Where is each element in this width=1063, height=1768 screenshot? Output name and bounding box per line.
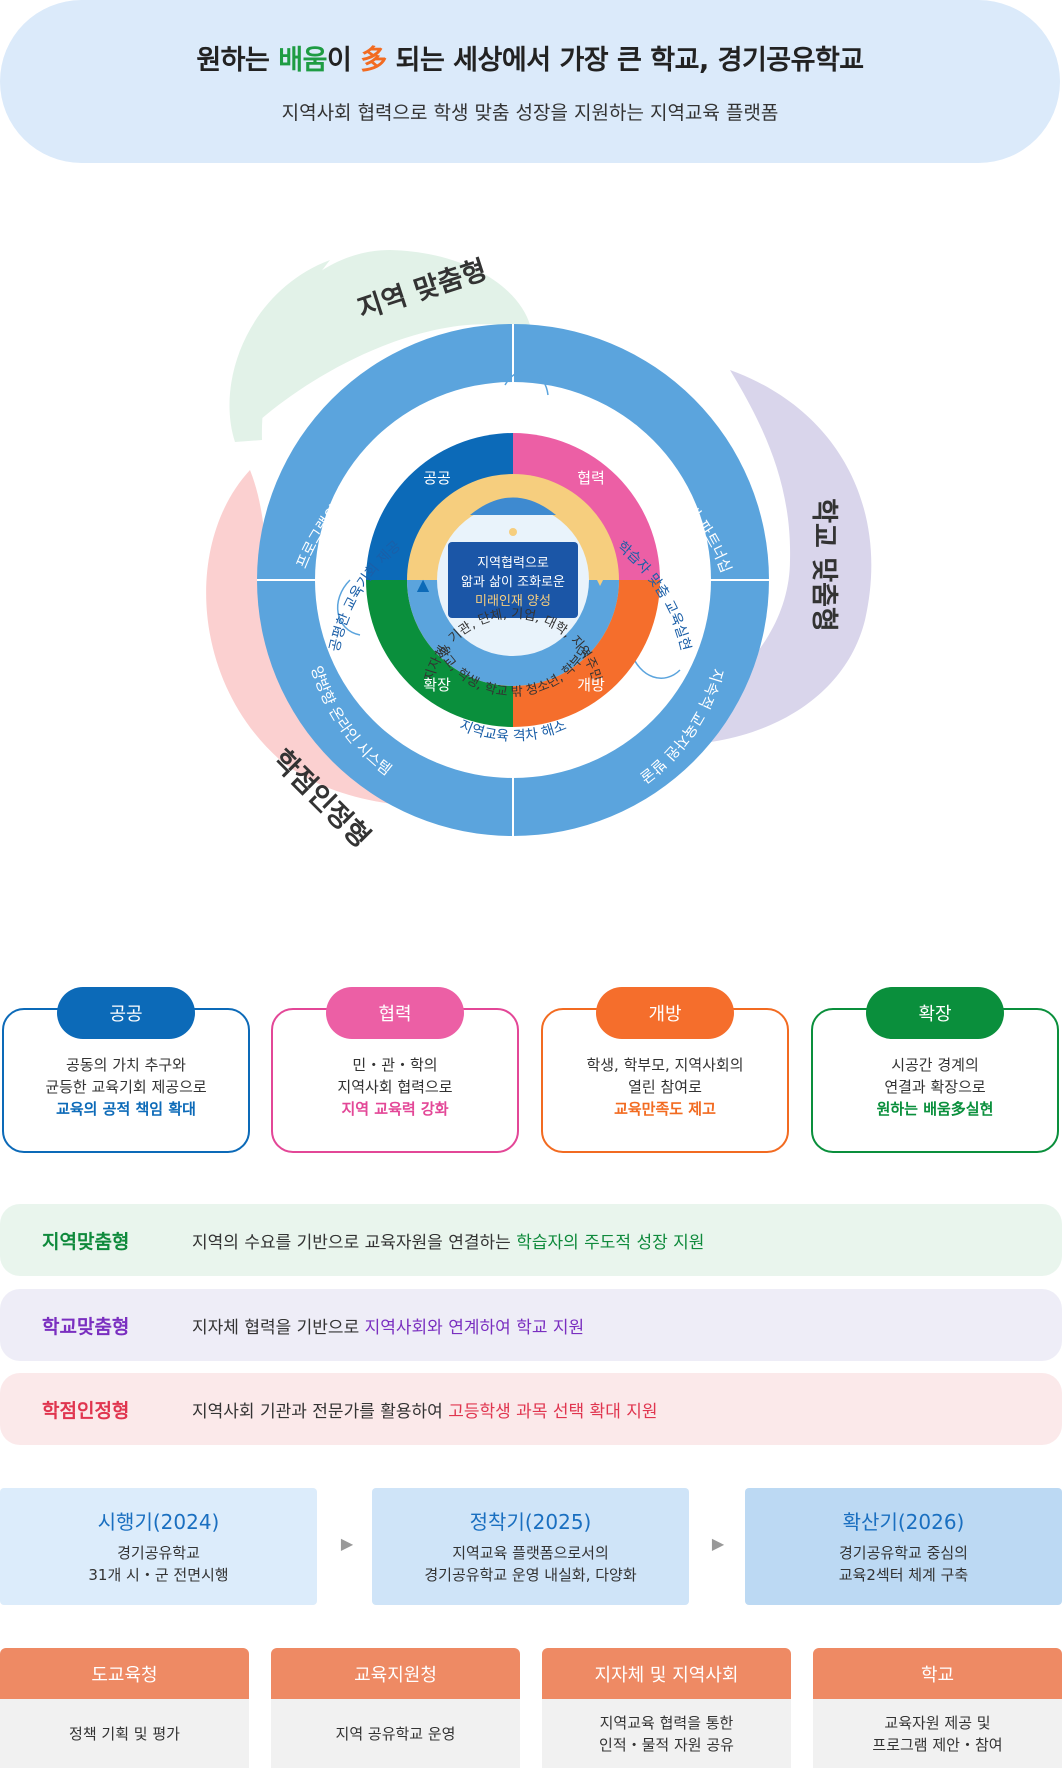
principle-badge-public: 공공	[57, 987, 195, 1039]
phase-title: 확산기(2026)	[842, 1510, 965, 1534]
principle-badge-cooperation: 협력	[326, 987, 464, 1039]
center-line-3: 미래인재 양성	[475, 594, 551, 609]
org-role: 정책 기획 및 평가	[0, 1699, 249, 1768]
principle-line: 학생, 학부모, 지역사회의	[586, 1056, 744, 1074]
type-row-credit: 학점인정형 지역사회 기관과 전문가를 활용하여 고등학생 과목 선택 확대 지…	[0, 1373, 1062, 1445]
triangle-up-icon: ▲	[417, 575, 430, 594]
org-name: 도교육청	[0, 1648, 249, 1699]
type-desc: 지자체 협력을 기반으로 지역사회와 연계하여 학교 지원	[192, 1317, 585, 1338]
center-box	[448, 542, 578, 618]
type-name: 지역맞춤형	[42, 1230, 130, 1253]
header-banner: 원하는 배움이 多 되는 세상에서 가장 큰 학교, 경기공유학교 지역사회 협…	[0, 0, 1060, 163]
principle-highlight: 원하는 배움多실현	[876, 1100, 994, 1118]
principle-badge-expansion: 확장	[866, 987, 1004, 1039]
petal-region	[234, 250, 530, 442]
type-name: 학점인정형	[42, 1399, 130, 1422]
org-card-provincial-office: 도교육청 정책 기획 및 평가	[0, 1648, 249, 1768]
quadrant-label-expansion: 확장	[423, 676, 451, 694]
arrow-right-icon: ▶	[711, 1534, 725, 1553]
org-name: 교육지원청	[271, 1648, 520, 1699]
org-name: 지자체 및 지역사회	[542, 1648, 791, 1699]
principle-line: 지역사회 협력으로	[337, 1078, 453, 1096]
petal-credit	[206, 470, 460, 807]
principle-line: 민・관・학의	[352, 1056, 438, 1074]
principle-line: 시공간 경계의	[891, 1056, 979, 1074]
type-name: 학교맞춤형	[42, 1315, 130, 1338]
principle-highlight: 교육의 공적 책임 확대	[56, 1100, 196, 1118]
petal-school	[620, 370, 872, 745]
concept-diagram: ▲ ▼ 지역협력으로 앎과 삶이 조화로운 미래인재 양성 지자체, 기관, 단…	[206, 250, 872, 854]
phase-title: 정착기(2025)	[469, 1510, 592, 1534]
principle-badge-openness: 개방	[596, 987, 734, 1039]
quadrant-label-cooperation: 협력	[577, 469, 605, 487]
petal-label-school: 학교 맞춤형	[808, 498, 839, 632]
page-title: 원하는 배움이 多 되는 세상에서 가장 큰 학교, 경기공유학교	[196, 45, 864, 76]
center-line-1: 지역협력으로	[477, 556, 549, 571]
principle-line: 공동의 가치 추구와	[66, 1056, 186, 1074]
principle-highlight: 교육만족도 제고	[614, 1100, 716, 1118]
org-role: 지역 공유학교 운영	[271, 1699, 520, 1768]
type-desc: 지역사회 기관과 전문가를 활용하여 고등학생 과목 선택 확대 지원	[192, 1401, 658, 1422]
org-name: 학교	[813, 1648, 1062, 1699]
type-row-region: 지역맞춤형 지역의 수요를 기반으로 교육자원을 연결하는 학습자의 주도적 성…	[0, 1204, 1062, 1276]
center-line-2: 앎과 삶이 조화로운	[461, 575, 565, 590]
page-subtitle: 지역사회 협력으로 학생 맞춤 성장을 지원하는 지역교육 플랫폼	[281, 102, 779, 124]
triangle-down-icon: ▼	[594, 569, 607, 588]
principle-highlight: 지역 교육력 강화	[341, 1100, 449, 1118]
type-row-school: 학교맞춤형 지자체 협력을 기반으로 지역사회와 연계하여 학교 지원	[0, 1289, 1062, 1361]
quadrant-label-openness: 개방	[577, 676, 605, 694]
principle-line: 연결과 확장으로	[884, 1078, 986, 1096]
quadrant-label-public: 공공	[423, 469, 451, 487]
principle-line: 열린 참여로	[628, 1078, 702, 1096]
arrow-right-icon: ▶	[340, 1534, 354, 1553]
org-card-support-office: 교육지원청 지역 공유학교 운영	[271, 1648, 520, 1768]
principle-line: 균등한 교육기회 제공으로	[45, 1078, 207, 1096]
phase-title: 시행기(2024)	[97, 1510, 220, 1534]
petal-region-tail	[229, 260, 330, 442]
type-desc: 지역의 수요를 기반으로 교육자원을 연결하는 학습자의 주도적 성장 지원	[192, 1232, 705, 1253]
